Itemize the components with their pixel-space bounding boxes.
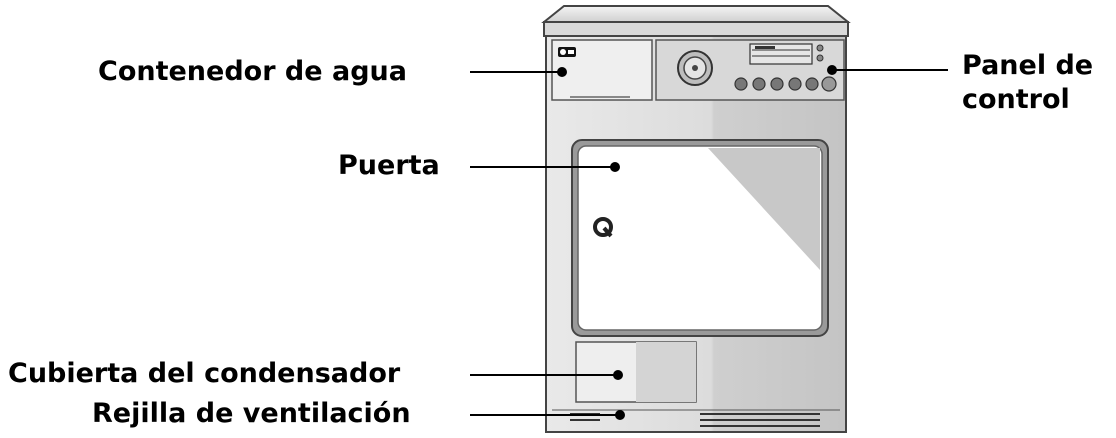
leader-door: [470, 162, 620, 172]
label-condenser-cover: Cubierta del condensador: [8, 358, 401, 389]
label-door: Puerta: [338, 150, 440, 181]
leader-vent-grille: [470, 410, 625, 420]
door-handle-icon: [593, 217, 613, 238]
lg-logo-icon: [558, 47, 576, 57]
leader-water-container: [470, 67, 567, 77]
label-water-container: Contenedor de agua: [98, 56, 407, 87]
label-control-panel-line2: control: [962, 84, 1070, 115]
vent-grille: [552, 409, 840, 427]
condenser-cover: [575, 341, 697, 403]
dryer-top-lid: [541, 5, 851, 37]
leader-control-panel: [827, 65, 948, 75]
door: [571, 139, 829, 337]
leader-condenser-cover: [470, 370, 623, 380]
dial-icon: [677, 50, 713, 86]
panel-buttons: [734, 76, 837, 92]
label-control-panel-line1: Panel de: [962, 50, 1094, 81]
label-vent-grille: Rejilla de ventilación: [92, 398, 411, 429]
